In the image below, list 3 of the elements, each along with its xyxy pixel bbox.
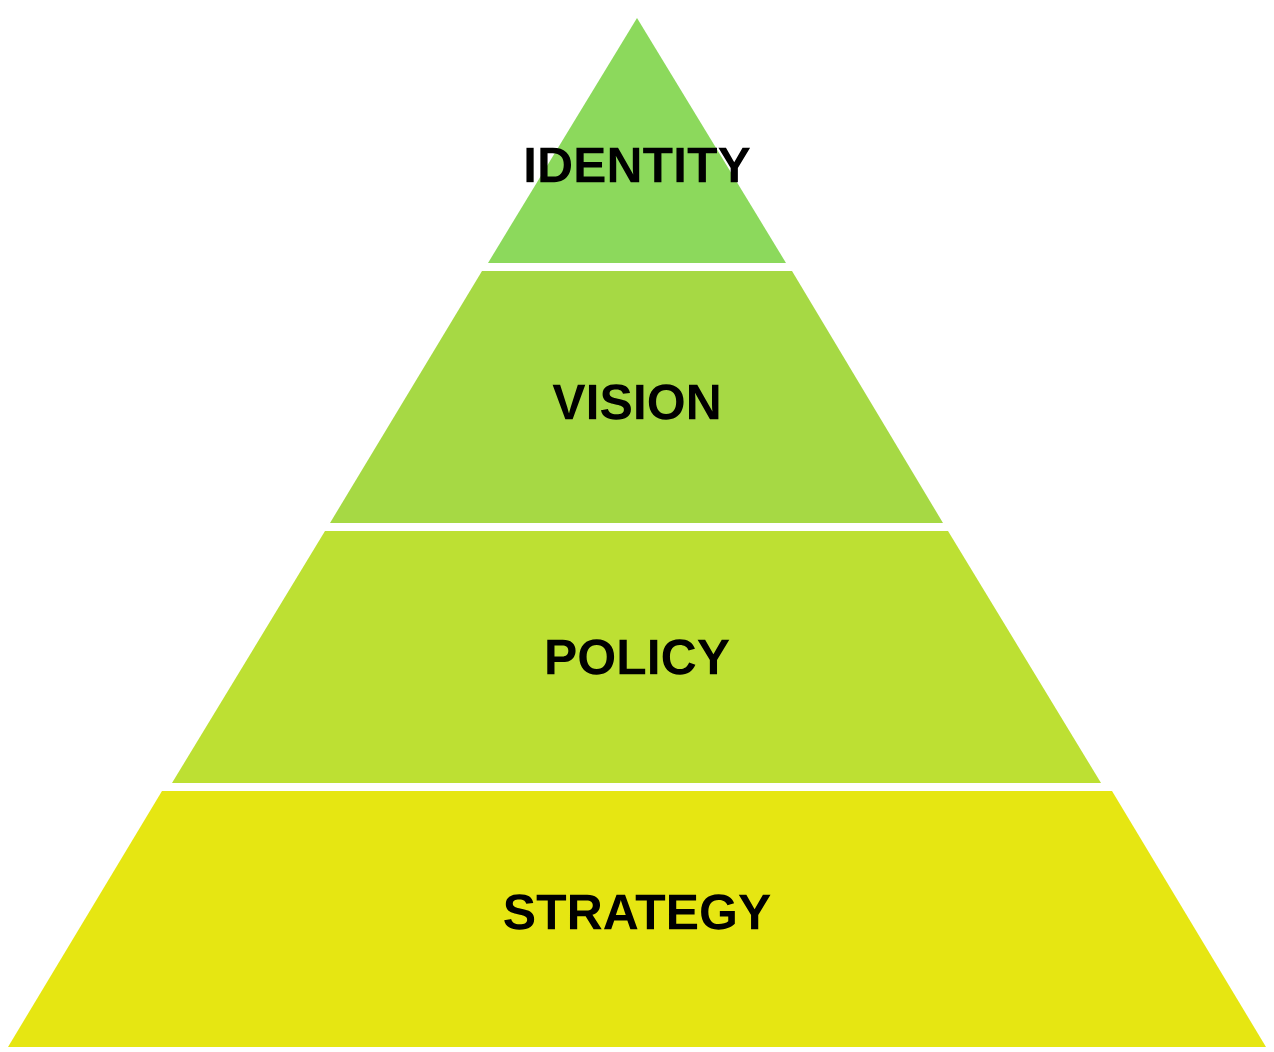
pyramid-tier: POLICY <box>172 531 1101 783</box>
pyramid-tier: VISION <box>330 271 943 523</box>
pyramid-tier: STRATEGY <box>8 791 1266 1047</box>
